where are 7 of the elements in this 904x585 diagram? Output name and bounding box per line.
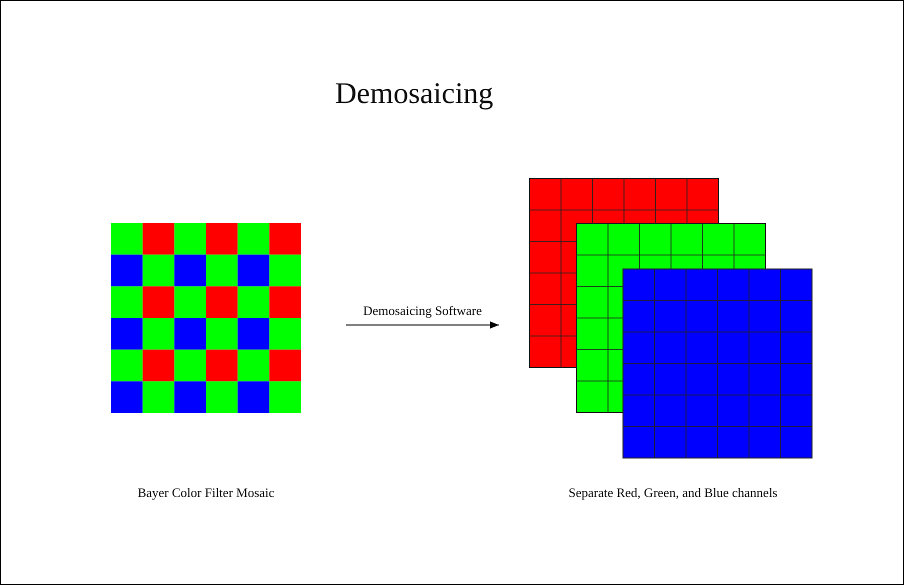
- edge-label: Demosaicing Software: [361, 303, 484, 319]
- color-channels-drawing: [529, 178, 814, 459]
- title: Demosaicing: [335, 77, 494, 111]
- bayer-mosaic-drawing: [111, 223, 301, 413]
- caption: Separate Red, Green, and Blue channels: [568, 485, 778, 501]
- caption: Bayer Color Filter Mosaic: [138, 485, 274, 501]
- arrow: [346, 321, 500, 329]
